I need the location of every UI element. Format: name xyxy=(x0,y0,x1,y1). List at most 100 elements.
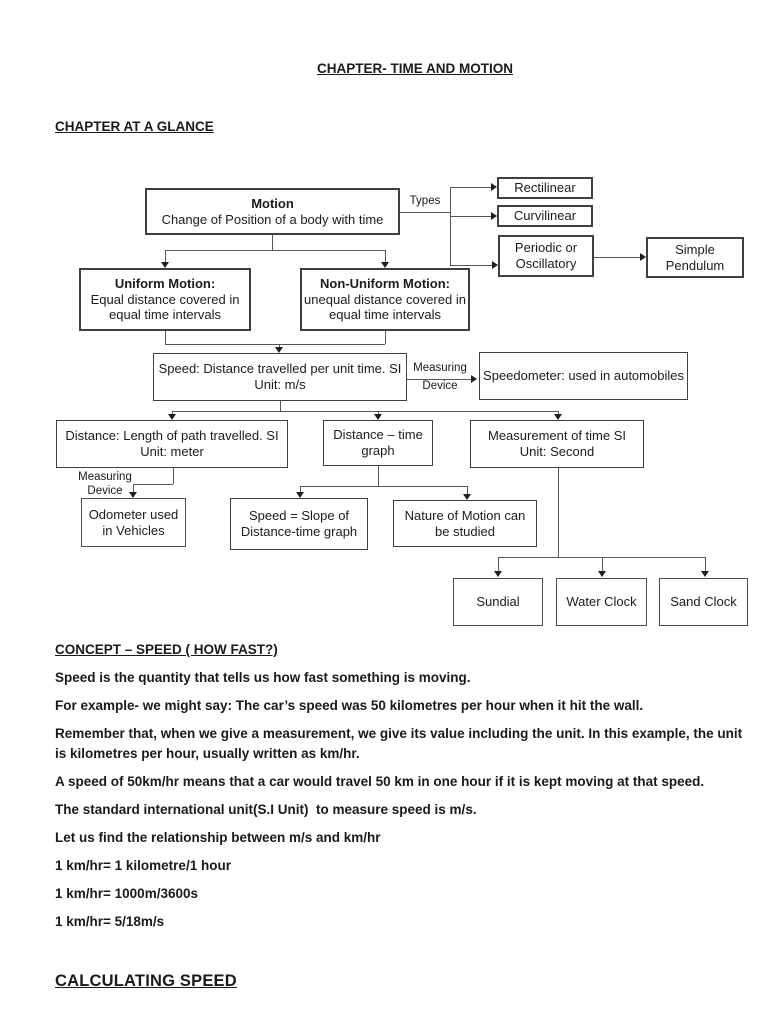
flowchart-box-sand-clock: Sand Clock xyxy=(659,578,748,626)
box-title: Sand Clock xyxy=(670,594,737,610)
arrowhead-down xyxy=(494,571,502,577)
connector-line xyxy=(165,250,385,252)
flowchart-box-odometer: Odometer used in Vehicles xyxy=(81,498,186,547)
box-title: Non-Uniform Motion: xyxy=(320,275,450,291)
box-title: Distance: Length of path travelled. SI U… xyxy=(65,428,279,459)
concept-speed-section: CONCEPT – SPEED ( HOW FAST?) Speed is th… xyxy=(55,640,749,940)
flowchart-box-curvilinear: Curvilinear xyxy=(497,205,593,227)
flowchart-box-speed: Speed: Distance travelled per unit time.… xyxy=(153,353,407,401)
box-title: Periodic or Oscillatory xyxy=(514,240,578,271)
flowchart-box-motion: Motion Change of Position of a body with… xyxy=(145,188,400,235)
connector-line xyxy=(705,557,707,571)
label-line: Device xyxy=(87,485,123,498)
arrowhead-right xyxy=(471,375,477,383)
paragraph: For example- we might say: The car’s spe… xyxy=(55,698,644,713)
flowchart-box-periodic-oscillatory: Periodic or Oscillatory xyxy=(498,235,594,277)
connector-line xyxy=(450,187,452,265)
equation-line: 1 km/hr= 1 kilometre/1 hour xyxy=(55,858,231,873)
connector-line xyxy=(272,235,274,250)
flowchart-box-speedometer: Speedometer: used in automobiles xyxy=(479,352,688,400)
connector-line xyxy=(558,468,560,557)
box-title: Speed: Distance travelled per unit time.… xyxy=(158,361,402,392)
paragraph: A speed of 50km/hr means that a car woul… xyxy=(55,774,705,789)
arrowhead-down xyxy=(701,571,709,577)
equation-line: 1 km/hr= 5/18m/s xyxy=(55,914,165,929)
connector-line xyxy=(165,344,385,346)
paragraph: Remember that, when we give a measuremen… xyxy=(55,726,746,761)
flowchart-box-uniform-motion: Uniform Motion: Equal distance covered i… xyxy=(79,268,251,331)
box-subtitle: unequal distance covered in equal time i… xyxy=(304,291,466,323)
connector-line xyxy=(594,257,640,259)
flowchart-box-non-uniform-motion: Non-Uniform Motion: unequal distance cov… xyxy=(300,268,470,331)
flowchart-box-distance-time-graph: Distance – time graph xyxy=(323,420,433,466)
arrowhead-down xyxy=(161,262,169,268)
flowchart-box-water-clock: Water Clock xyxy=(556,578,647,626)
box-subtitle: Equal distance covered in equal time int… xyxy=(90,291,240,323)
connector-line xyxy=(498,557,500,571)
chapter-at-a-glance-heading: CHAPTER AT A GLANCE xyxy=(55,119,214,134)
box-title: Rectilinear xyxy=(514,180,576,196)
connector-line xyxy=(172,411,174,415)
flowchart-box-speed-slope: Speed = Slope of Distance-time graph xyxy=(230,498,368,550)
flowchart-box-rectilinear: Rectilinear xyxy=(497,177,593,199)
arrowhead-right xyxy=(640,253,646,261)
arrowhead-down xyxy=(374,414,382,420)
label-line: Device xyxy=(422,380,458,393)
paragraph: Let us find the relationship between m/s… xyxy=(55,830,381,845)
box-title: Curvilinear xyxy=(513,208,577,224)
connector-line xyxy=(558,411,560,415)
label-line: Measuring xyxy=(413,362,467,374)
connector-line xyxy=(173,468,175,484)
connector-line xyxy=(450,265,492,267)
flowchart-box-sundial: Sundial xyxy=(453,578,543,626)
types-label: Types xyxy=(409,195,441,207)
flowchart-box-simple-pendulum: Simple Pendulum xyxy=(646,237,744,278)
flowchart-box-distance: Distance: Length of path travelled. SI U… xyxy=(56,420,288,468)
arrowhead-down xyxy=(463,494,471,500)
connector-line xyxy=(172,411,558,413)
box-title: Uniform Motion: xyxy=(114,275,216,291)
arrowhead-right xyxy=(491,183,497,191)
arrowhead-down xyxy=(598,571,606,577)
arrowhead-down xyxy=(381,262,389,268)
flowchart-box-measurement-of-time: Measurement of time SI Unit: Second xyxy=(470,420,644,468)
paragraph: Speed is the quantity that tells us how … xyxy=(55,670,471,685)
arrowhead-right xyxy=(492,261,498,269)
box-title: Nature of Motion can be studied xyxy=(404,507,526,539)
connector-line xyxy=(450,187,491,189)
arrowhead-down xyxy=(554,414,562,420)
connector-line xyxy=(450,216,491,218)
connector-line xyxy=(280,401,282,411)
connector-line xyxy=(385,250,387,262)
measuring-device-label-speedometer: Measuring Device xyxy=(407,361,473,394)
box-title: Distance – time graph xyxy=(333,427,423,458)
arrowhead-down xyxy=(275,347,283,353)
connector-line xyxy=(165,250,167,262)
equation-line: 1 km/hr= 1000m/3600s xyxy=(55,886,198,901)
connector-line xyxy=(279,344,281,348)
paragraph: The standard international unit(S.I Unit… xyxy=(55,802,477,817)
box-title: Water Clock xyxy=(566,594,637,610)
label-line: Measuring xyxy=(78,471,132,483)
connector-line xyxy=(498,557,705,559)
arrowhead-down xyxy=(168,414,176,420)
box-title: Sundial xyxy=(476,594,520,610)
connector-line xyxy=(407,379,471,381)
box-title: Speed = Slope of Distance-time graph xyxy=(240,508,358,539)
arrowhead-down xyxy=(296,492,304,498)
box-title: Measurement of time SI Unit: Second xyxy=(488,428,626,459)
connector-line xyxy=(602,557,604,571)
arrowhead-right xyxy=(491,212,497,220)
connector-line xyxy=(467,486,469,494)
page-title: CHAPTER- TIME AND MOTION xyxy=(317,61,513,76)
connector-line xyxy=(300,486,302,492)
connector-line xyxy=(400,212,450,214)
connector-line xyxy=(378,466,380,486)
box-subtitle: Change of Position of a body with time xyxy=(161,211,384,227)
box-title: Motion xyxy=(251,195,294,211)
connector-line xyxy=(133,484,135,492)
box-title: Simple Pendulum xyxy=(665,241,725,273)
flowchart-box-nature-of-motion: Nature of Motion can be studied xyxy=(393,500,537,547)
measuring-device-label-odometer: Measuring Device xyxy=(72,470,138,499)
